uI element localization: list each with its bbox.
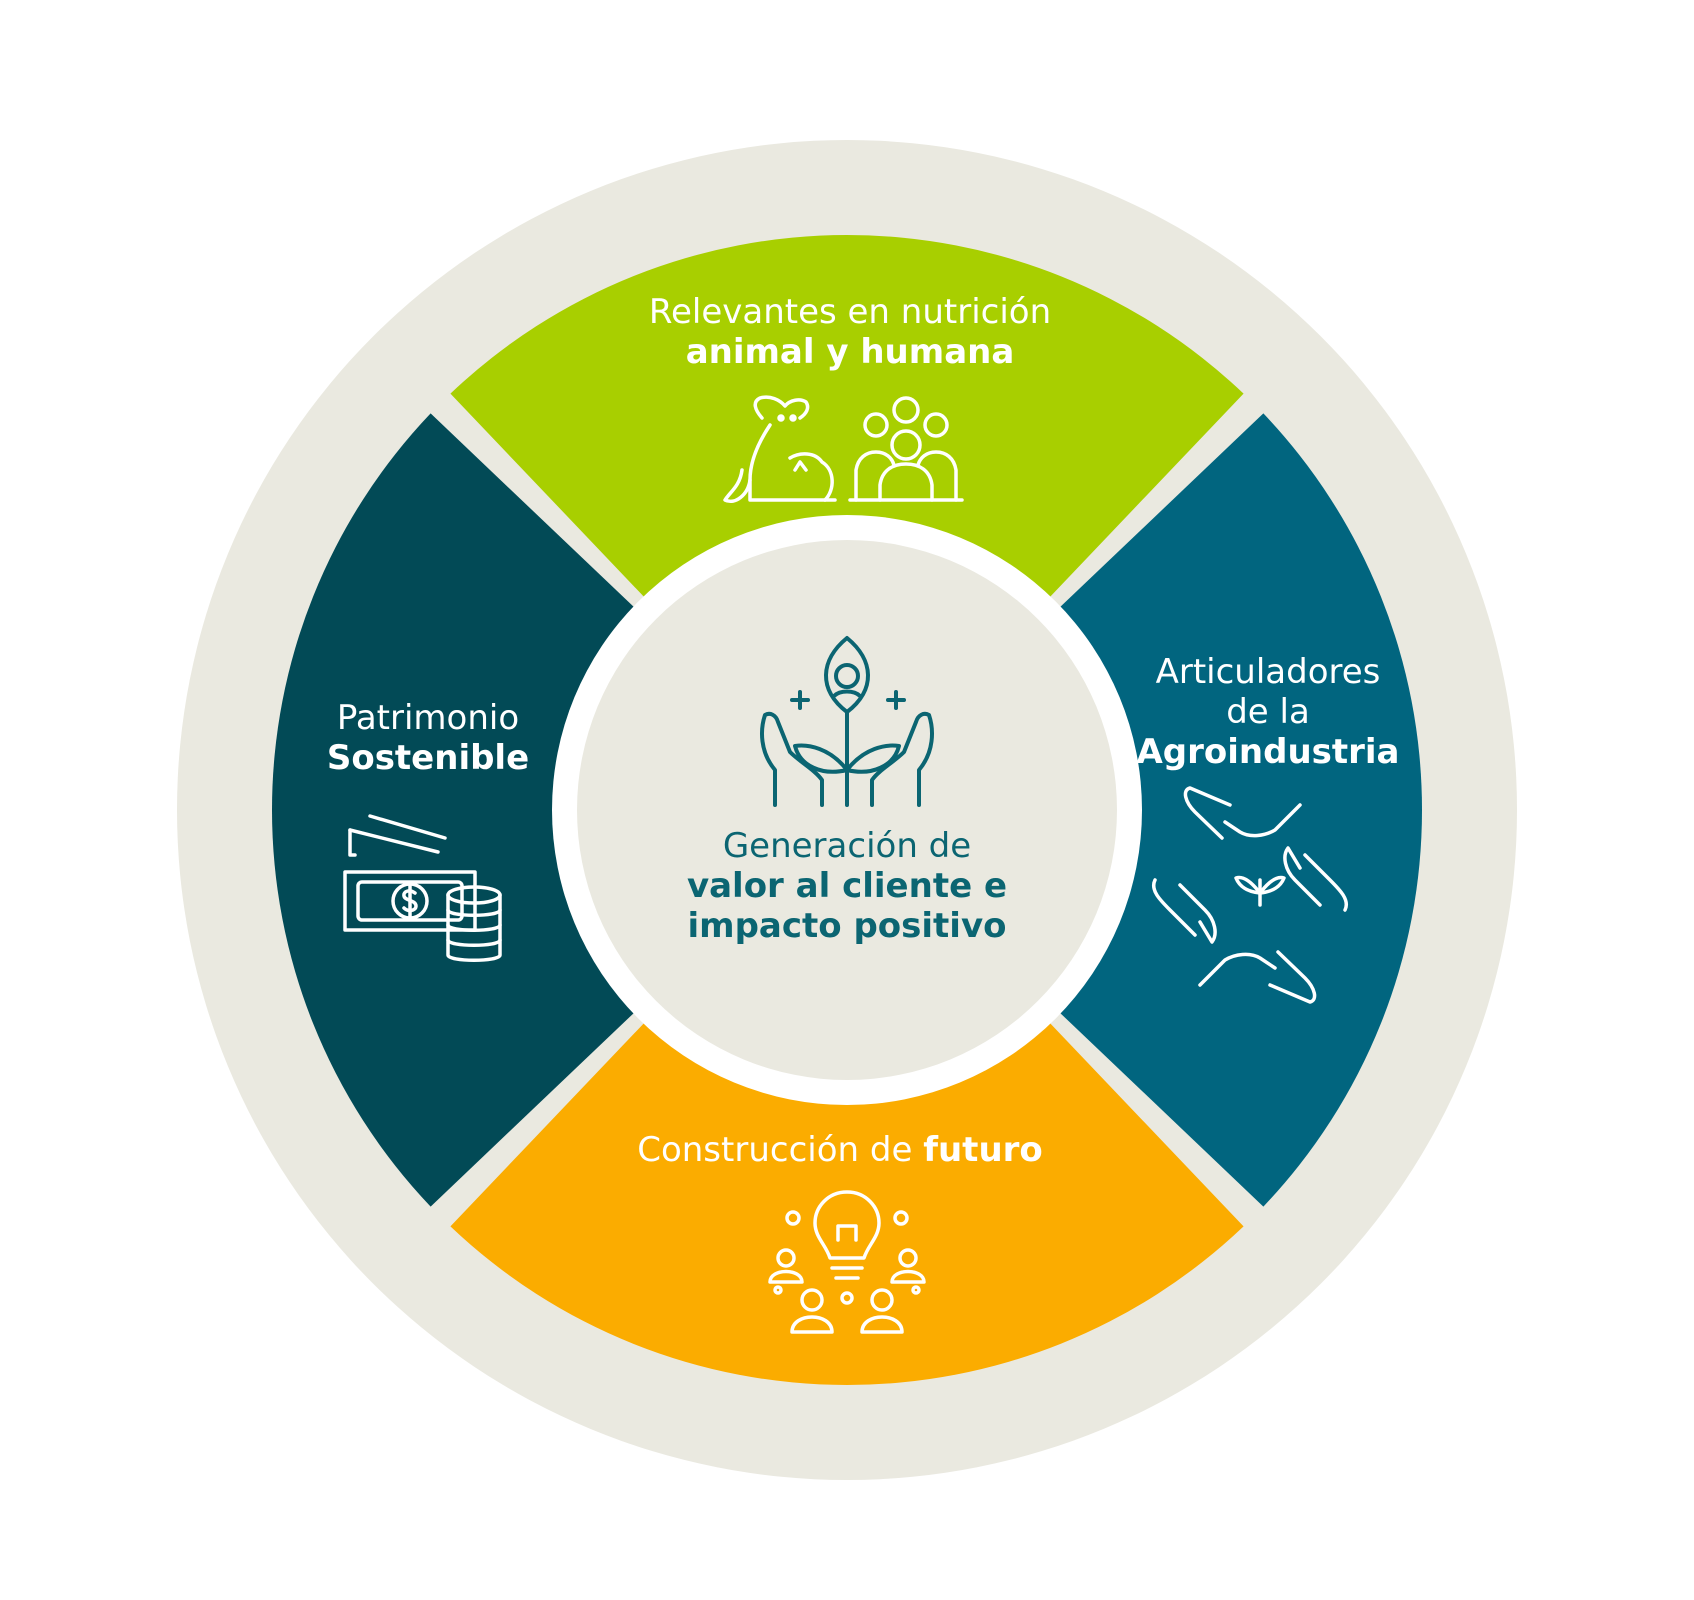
label-center: Generación de valor al cliente e impacto…: [647, 826, 1047, 946]
center-line2: valor al cliente e: [686, 866, 1008, 907]
hands-circle-plant-icon: [1152, 786, 1348, 1004]
left-line1: Patrimonio: [336, 698, 520, 738]
top-line2: animal y humana: [685, 332, 1015, 373]
bottom-line1-bold: futuro: [923, 1130, 1043, 1170]
lightbulb-people-icon: [768, 1190, 926, 1334]
money-coins-icon: [343, 814, 502, 962]
hands-plant-icon: [760, 636, 934, 807]
right-line2: de la: [1226, 692, 1310, 733]
center-disc: [577, 540, 1117, 1080]
right-line1: Articuladores: [1155, 652, 1381, 692]
label-nutrition: Relevantes en nutrición animal y humana: [600, 292, 1100, 372]
pets-icon: [723, 395, 837, 503]
bottom-line1-light: Construcción de: [637, 1130, 913, 1170]
center-line1: Generación de: [722, 826, 972, 866]
label-heritage: Patrimonio Sostenible: [278, 698, 578, 778]
top-line1: Relevantes en nutrición: [648, 292, 1052, 332]
label-agroindustry: Articuladores de la Agroindustria: [1118, 652, 1418, 772]
family-icon: [848, 396, 964, 502]
label-future: Construcción de futuro: [560, 1130, 1120, 1170]
center-line3: impacto positivo: [687, 906, 1007, 947]
right-line3: Agroindustria: [1136, 732, 1400, 773]
left-line2: Sostenible: [326, 738, 530, 779]
